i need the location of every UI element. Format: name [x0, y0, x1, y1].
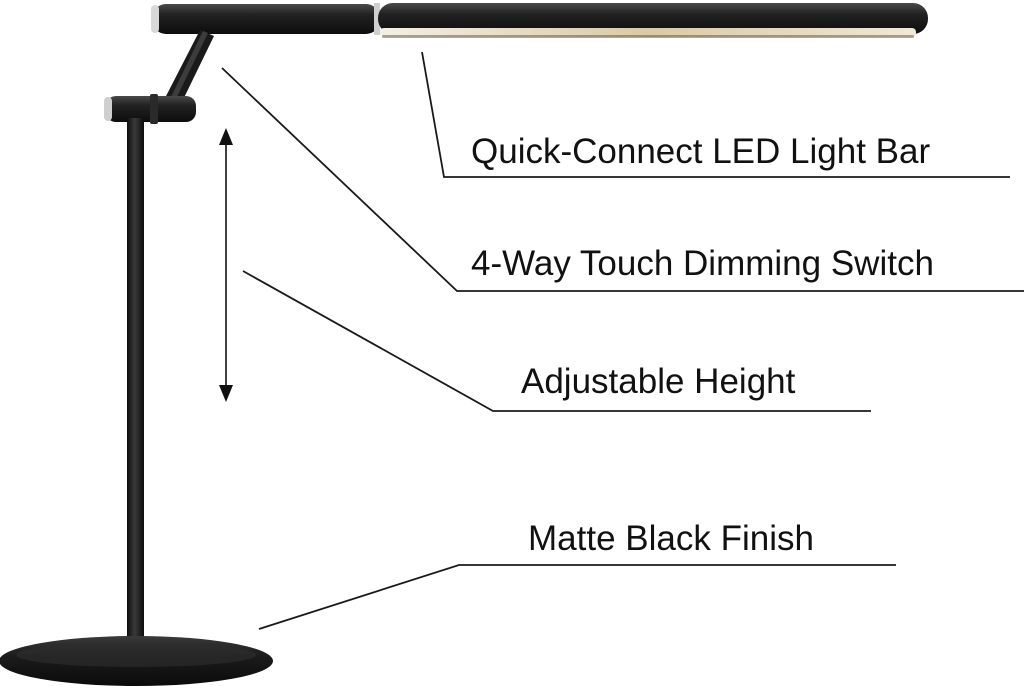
led-glow-shadow: [382, 35, 914, 38]
callout-label-adjustable-height: Adjustable Height: [521, 362, 796, 401]
base-top-sheen: [16, 643, 256, 667]
led-light-bar: [151, 3, 928, 38]
callout-line-finish: [258, 564, 896, 630]
dimming-switch-hinge: [104, 94, 196, 124]
diagonal-arm-highlight: [169, 31, 208, 103]
light-bar-right-section: [378, 3, 928, 34]
double-arrow-vertical-icon: [219, 128, 233, 402]
callout-line-led-bar: [421, 51, 1010, 178]
callout-label-dimming-switch: 4-Way Touch Dimming Switch: [471, 244, 934, 283]
light-bar-endcap-left: [151, 5, 159, 33]
callout-lines: [221, 51, 1024, 630]
callout-line-dimming: [221, 67, 1024, 292]
callout-label-led-bar: Quick-Connect LED Light Bar: [471, 132, 931, 171]
lamp-base: [0, 636, 273, 686]
light-bar-left-section: [152, 4, 380, 34]
light-bar-joint: [374, 3, 380, 35]
hinge-endcap: [104, 97, 112, 121]
callout-label-finish: Matte Black Finish: [528, 519, 814, 558]
hinge-joint: [150, 94, 158, 124]
lamp-pole: [127, 118, 144, 648]
callout-line-height: [242, 270, 871, 412]
lamp-arm: [164, 30, 214, 106]
led-glow-strip: [380, 28, 916, 37]
